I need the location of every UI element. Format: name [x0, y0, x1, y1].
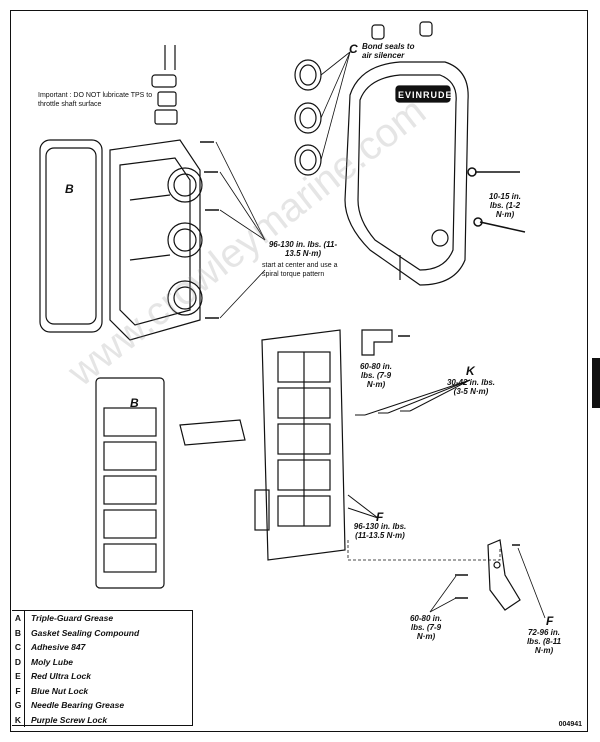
torque-fitting: 60-80 in. lbs. (7-9 N·m): [359, 362, 392, 389]
o-rings: [294, 51, 351, 176]
label-f-bracket: F: [546, 614, 554, 628]
gasket-top: [39, 139, 103, 333]
legend-text: Triple-Guard Grease: [31, 613, 114, 624]
legend-row: K Purple Screw Lock: [12, 712, 192, 727]
important-note: Important : DO NOT lubricate TPS to thro…: [38, 92, 153, 108]
tps-parts: [151, 45, 178, 125]
legend-row: A Triple-Guard Grease: [12, 611, 192, 626]
leader-lines-torque-1: [215, 141, 266, 319]
silencer-screws: [467, 167, 526, 233]
diagram-frame: [10, 10, 588, 732]
bond-seals-note: Bond seals to air silencer: [362, 42, 415, 60]
torque-bracket-bolt: 72-96 in. lbs. (8-11 N·m): [526, 628, 562, 655]
legend-code: B: [12, 625, 25, 640]
legend-text: Purple Screw Lock: [31, 714, 108, 725]
dashed-leader: [347, 540, 501, 561]
reed-valve-assembly: [254, 329, 346, 561]
legend-text: Moly Lube: [31, 656, 74, 667]
legend-code: G: [12, 698, 25, 713]
legend-code: D: [12, 654, 25, 669]
torque-reed-bolts: 96-130 in. lbs. (11-13.5 N·m): [353, 522, 407, 540]
legend-code: E: [12, 669, 25, 684]
elbow-fitting: [361, 329, 410, 356]
legend-row: E Red Ultra Lock: [12, 669, 192, 684]
legend-row: G Needle Bearing Grease: [12, 698, 192, 713]
torque-manifold-bolts: 96-130 in. lbs. (11-13.5 N·m): [268, 240, 338, 258]
torque-silencer-screws: 10-15 in. lbs. (1-2 N·m): [488, 192, 521, 219]
brand-logo: EVINRUDE: [398, 90, 453, 100]
legend-text: Adhesive 847: [31, 642, 86, 653]
label-f-reed: F: [376, 510, 384, 524]
bracket: [429, 539, 546, 619]
label-c: C: [349, 42, 358, 56]
k-screws: [355, 379, 471, 416]
legend-code: A: [12, 611, 25, 626]
legend-text: Blue Nut Lock: [31, 685, 89, 696]
legend-code: C: [12, 640, 25, 655]
legend-row: C Adhesive 847: [12, 640, 192, 655]
clamp-part: [179, 419, 246, 446]
legend-text: Needle Bearing Grease: [31, 700, 125, 711]
silencer-seals: [371, 21, 433, 40]
manifold-bolts: [200, 141, 219, 319]
legend-text: Red Ultra Lock: [31, 671, 91, 682]
label-b-lower: B: [130, 396, 139, 410]
legend-row: F Blue Nut Lock: [12, 683, 192, 698]
legend-code: F: [12, 683, 25, 698]
torque-pattern-note: start at center and use a spiral torque …: [262, 262, 338, 278]
torque-bracket-screws: 60-80 in. lbs. (7-9 N·m): [409, 614, 442, 641]
legend-row: B Gasket Sealing Compound: [12, 625, 192, 640]
label-b-top: B: [65, 182, 74, 196]
figure-id: 004941: [558, 721, 582, 728]
reed-gasket: [95, 377, 165, 589]
legend-text: Gasket Sealing Compound: [31, 627, 140, 638]
torque-k-screws: 30-42 in. lbs. (3-5 N·m): [446, 378, 496, 396]
air-silencer: [344, 61, 469, 286]
intake-manifold: [109, 139, 203, 341]
f-bolts: [347, 494, 379, 519]
legend-row: D Moly Lube: [12, 654, 192, 669]
label-k: K: [466, 364, 475, 378]
legend-code: K: [12, 712, 25, 727]
side-tab-marker: [592, 358, 600, 408]
